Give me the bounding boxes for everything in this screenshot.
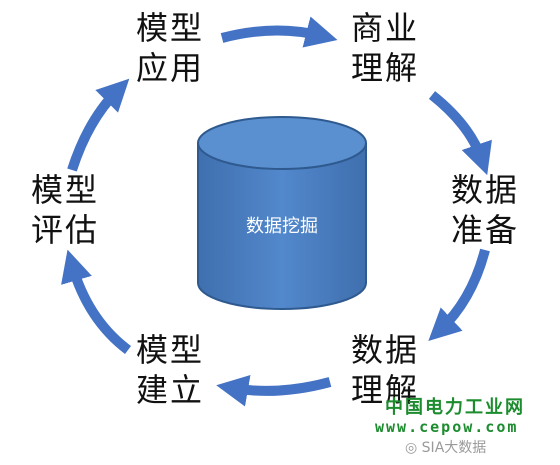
stage-business-understanding: 商业 理解 — [350, 9, 419, 87]
watermark-wechat: ◎ SIA大数据 — [405, 437, 555, 457]
center-label: 数据挖掘 — [246, 216, 318, 237]
arrow-evaluation-to-application — [67, 78, 130, 172]
stage-model-building: 模型 建立 — [135, 331, 204, 409]
stage-model-evaluation: 模型 评估 — [30, 171, 99, 249]
watermark-url: www.cepow.com — [375, 418, 519, 436]
watermark-wechat-text: SIA大数据 — [421, 440, 487, 456]
stage-model-application: 模型 应用 — [135, 9, 204, 87]
arrow-understanding-to-building — [216, 374, 332, 407]
arrow-application-to-business — [220, 16, 338, 48]
watermark-site-name: 中国电力工业网 — [385, 397, 525, 418]
stage-data-understanding: 数据 理解 — [350, 331, 419, 409]
arrow-preparation-to-understanding — [428, 248, 490, 341]
arrow-building-to-evaluation — [61, 249, 132, 354]
stage-data-preparation: 数据 准备 — [450, 171, 519, 249]
wechat-icon: ◎ — [405, 440, 422, 456]
database-cylinder: 数据挖掘 — [197, 116, 367, 310]
arrow-business-to-preparation — [428, 91, 492, 176]
